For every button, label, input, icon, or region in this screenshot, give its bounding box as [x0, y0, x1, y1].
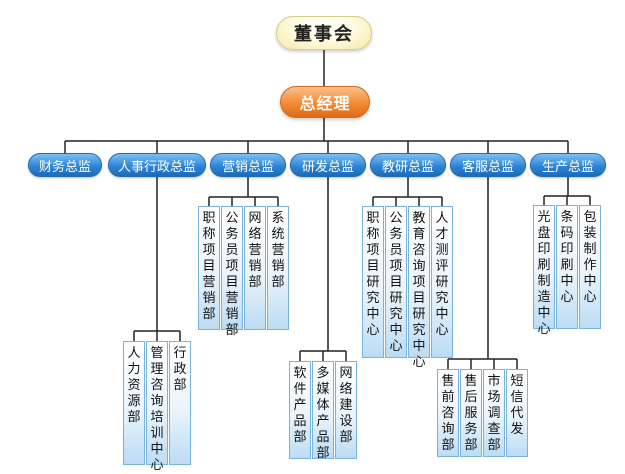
- dept-hr-resources: 人力资源部: [123, 341, 145, 465]
- director-marketing: 营销总监: [210, 153, 286, 177]
- dept-aftersales-service: 售后服务部: [460, 369, 482, 457]
- department-label: 条码印刷中心: [560, 210, 574, 305]
- department-label: 行政部: [173, 346, 187, 393]
- dept-multimedia-products: 多媒体产品部: [312, 361, 334, 461]
- dept-education-consulting-research: 教育咨询项目研究中心: [408, 206, 430, 370]
- department-label: 网络营销部: [248, 211, 262, 290]
- dept-packaging-production: 包装制作中心: [579, 205, 601, 329]
- director-label: 生产总监: [541, 159, 594, 175]
- dept-management-training: 管理咨询培训中心: [146, 341, 168, 473]
- department-label: 光盘印刷制造中心: [537, 210, 551, 337]
- department-label: 包装制作中心: [583, 210, 597, 305]
- dept-system-marketing: 系统营销部: [267, 206, 289, 330]
- director-label: 客服总监: [461, 159, 514, 175]
- department-label: 售前咨询部: [441, 374, 455, 453]
- department-label: 软件产品部: [293, 366, 307, 445]
- dept-administration: 行政部: [169, 341, 191, 465]
- dept-title-project-marketing: 职称项目营销部: [198, 206, 220, 330]
- department-label: 职称项目研究中心: [366, 211, 380, 338]
- department-label: 售后服务部: [464, 374, 478, 453]
- department-label: 短信代发: [510, 374, 524, 437]
- director-customer-service: 客服总监: [450, 153, 526, 177]
- department-label: 职称项目营销部: [202, 211, 216, 322]
- department-label: 公务员项目营销部: [225, 211, 239, 338]
- board-node: 董事会: [276, 16, 372, 50]
- director-label: 研发总监: [301, 159, 354, 175]
- general-manager-label: 总经理: [299, 94, 351, 113]
- department-label: 系统营销部: [271, 211, 285, 290]
- director-label: 教研总监: [381, 159, 434, 175]
- general-manager-node: 总经理: [280, 86, 370, 118]
- dept-talent-assessment-research: 人才测评研究中心: [431, 206, 453, 358]
- department-label: 教育咨询项目研究中心: [412, 211, 426, 370]
- dept-title-project-research: 职称项目研究中心: [362, 206, 384, 358]
- department-label: 公务员项目研究中心: [389, 211, 403, 354]
- department-label: 市场调查部: [487, 374, 501, 453]
- director-teaching-research: 教研总监: [370, 153, 446, 177]
- department-label: 人力资源部: [127, 346, 141, 425]
- department-label: 多媒体产品部: [316, 366, 330, 461]
- dept-network-construction: 网络建设部: [335, 361, 357, 459]
- director-label: 财务总监: [38, 159, 91, 175]
- dept-sms-service: 短信代发: [506, 369, 528, 457]
- director-finance: 财务总监: [28, 153, 102, 177]
- department-label: 管理咨询培训中心: [150, 346, 164, 473]
- director-rnd: 研发总监: [290, 153, 366, 177]
- department-label: 网络建设部: [339, 366, 353, 445]
- dept-barcode-printing: 条码印刷中心: [556, 205, 578, 329]
- board-label: 董事会: [294, 24, 354, 45]
- dept-presales-consulting: 售前咨询部: [437, 369, 459, 457]
- director-hr-admin: 人事行政总监: [108, 153, 206, 177]
- dept-civil-servant-research: 公务员项目研究中心: [385, 206, 407, 358]
- director-label: 人事行政总监: [117, 159, 196, 175]
- dept-civil-servant-marketing: 公务员项目营销部: [221, 206, 243, 338]
- dept-market-research: 市场调查部: [483, 369, 505, 457]
- department-label: 人才测评研究中心: [435, 211, 449, 338]
- director-label: 营销总监: [221, 159, 274, 175]
- dept-cd-printing-manufacturing: 光盘印刷制造中心: [533, 205, 555, 337]
- dept-online-marketing: 网络营销部: [244, 206, 266, 330]
- director-production: 生产总监: [530, 153, 606, 177]
- dept-software-products: 软件产品部: [289, 361, 311, 459]
